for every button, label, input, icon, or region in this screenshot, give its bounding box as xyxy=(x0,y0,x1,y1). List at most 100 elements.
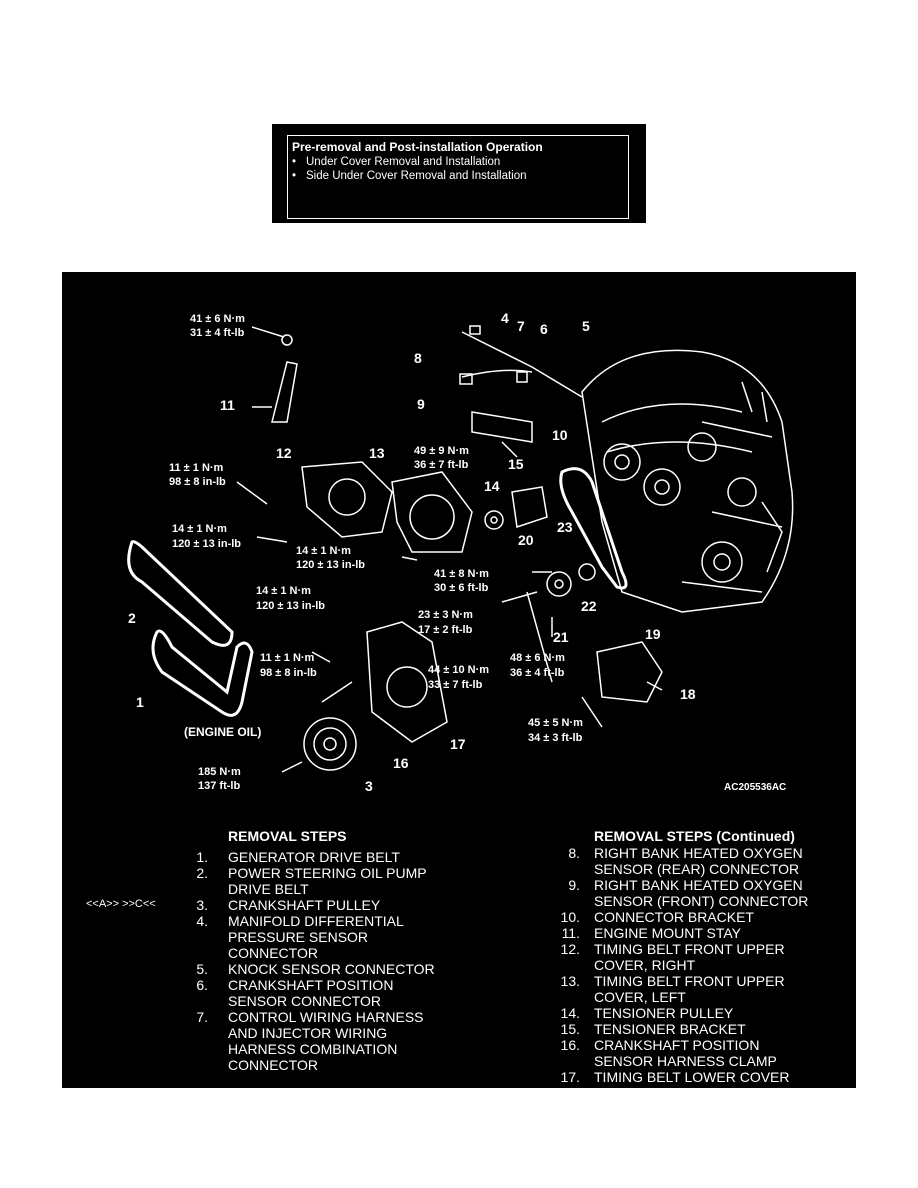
torque-label: 11 ± 1 N·m xyxy=(260,652,315,664)
step-text: ENGINE MOUNT STAY xyxy=(594,925,742,941)
engine-block-illustration xyxy=(581,349,794,613)
torque-label: 98 ± 8 in-lb xyxy=(169,476,226,488)
pre-operation-item-text: Side Under Cover Removal and Installatio… xyxy=(306,170,527,182)
callout-number: 23 xyxy=(557,519,573,535)
step-text: SENSOR (REAR) CONNECTOR xyxy=(594,861,800,877)
removal-steps-header: REMOVAL STEPS xyxy=(228,828,347,844)
step-number: 2. xyxy=(196,865,208,881)
torque-label: 17 ± 2 ft-lb xyxy=(418,624,473,636)
callout-number: 20 xyxy=(518,532,534,548)
callout-number: 6 xyxy=(540,321,548,337)
callout-number: 10 xyxy=(552,427,568,443)
torque-label: 120 ± 13 in-lb xyxy=(256,600,325,612)
step-text: PRESSURE SENSOR xyxy=(228,929,369,945)
step-number: 3. xyxy=(196,897,208,913)
callout-number: 4 xyxy=(501,310,509,326)
step-text: KNOCK SENSOR CONNECTOR xyxy=(228,961,435,977)
torque-label: 120 ± 13 in-lb xyxy=(172,538,241,550)
torque-label: 44 ± 10 N·m xyxy=(428,664,489,676)
lower-cover xyxy=(366,621,448,743)
torque-label: 31 ± 4 ft-lb xyxy=(190,327,245,339)
step-number: 14. xyxy=(560,1005,580,1021)
step-number: 15. xyxy=(560,1021,580,1037)
upper-cover-left xyxy=(391,471,473,553)
step-text: GENERATOR DRIVE BELT xyxy=(228,849,400,865)
crankshaft-pulley xyxy=(303,717,357,771)
engine-mount-stay xyxy=(271,361,298,423)
timing-belt xyxy=(559,467,628,590)
torque-label: 36 ± 4 ft-lb xyxy=(510,667,565,679)
upper-cover-right xyxy=(301,461,393,538)
step-text: TIMING BELT LOWER COVER xyxy=(594,1069,790,1085)
engine-oil-label: (ENGINE OIL) xyxy=(184,725,261,739)
step-number: 13. xyxy=(560,973,580,989)
step-text: SENSOR CONNECTOR xyxy=(228,993,381,1009)
torque-label: 48 ± 6 N·m xyxy=(510,652,565,664)
torque-label: 185 N·m xyxy=(198,766,241,778)
torque-label: 14 ± 1 N·m xyxy=(256,585,311,597)
torque-label: 45 ± 5 N·m xyxy=(528,717,583,729)
pre-operation-item: •Side Under Cover Removal and Installati… xyxy=(292,170,527,182)
pre-operation-box: Pre-removal and Post-installation Operat… xyxy=(272,124,646,223)
removal-steps-left: REMOVAL STEPS <<A>> >>C<< 1.GENERATOR DR… xyxy=(62,828,452,1088)
power-steering-belt xyxy=(127,540,234,647)
removal-steps-continued-header: REMOVAL STEPS (Continued) xyxy=(594,828,795,844)
torque-label: 120 ± 13 in-lb xyxy=(296,559,365,571)
generator-belt xyxy=(151,629,254,717)
step-text: HARNESS COMBINATION xyxy=(228,1041,398,1057)
callout-number: 21 xyxy=(553,629,569,645)
step-text: CONNECTOR xyxy=(228,945,318,961)
diagram-panel: 41 ± 6 N·m 31 ± 4 ft-lb 11 ± 1 N·m 98 ± … xyxy=(62,272,856,1088)
torque-label: 34 ± 3 ft-lb xyxy=(528,732,583,744)
step-text: TIMING BELT FRONT UPPER xyxy=(594,941,785,957)
step-number: 12. xyxy=(560,941,580,957)
torque-label: 36 ± 7 ft-lb xyxy=(414,459,469,471)
callout-number: 5 xyxy=(582,318,590,334)
step-number: 7. xyxy=(196,1009,208,1025)
torque-label: 23 ± 3 N·m xyxy=(418,609,473,621)
step-number: 9. xyxy=(568,877,580,893)
step-number: 10. xyxy=(560,909,580,925)
step-text: CRANKSHAFT POSITION xyxy=(594,1037,760,1053)
torque-label: 41 ± 6 N·m xyxy=(190,313,245,325)
step-text: COVER, LEFT xyxy=(594,989,686,1005)
callout-number: 3 xyxy=(365,778,373,794)
step-number: 8. xyxy=(568,845,580,861)
torque-label: 98 ± 8 in-lb xyxy=(260,667,317,679)
step-number: 17. xyxy=(560,1069,580,1085)
callout-number: 11 xyxy=(220,397,235,413)
callout-number: 7 xyxy=(517,318,525,334)
step-text: CONNECTOR BRACKET xyxy=(594,909,754,925)
pre-operation-frame: Pre-removal and Post-installation Operat… xyxy=(287,135,629,219)
step-text: CRANKSHAFT POSITION xyxy=(228,977,394,993)
callout-number: 9 xyxy=(417,396,425,412)
step-text: CONTROL WIRING HARNESS xyxy=(228,1009,424,1025)
callout-number: 8 xyxy=(414,350,422,366)
step-text: RIGHT BANK HEATED OXYGEN xyxy=(594,845,803,861)
figure-code: AC205536AC xyxy=(724,782,786,793)
torque-label: 11 ± 1 N·m xyxy=(169,462,224,474)
step-number: 1. xyxy=(196,849,208,865)
callout-number: 14 xyxy=(484,478,500,494)
step-text: SENSOR HARNESS CLAMP xyxy=(594,1053,777,1069)
step-text: CRANKSHAFT PULLEY xyxy=(228,897,381,913)
step-number: 16. xyxy=(560,1037,580,1053)
idler-pulley xyxy=(546,571,572,597)
step-text: SENSOR (FRONT) CONNECTOR xyxy=(594,893,809,909)
step-text: RIGHT BANK HEATED OXYGEN xyxy=(594,877,803,893)
torque-label: 41 ± 8 N·m xyxy=(434,568,489,580)
callout-number: 12 xyxy=(276,445,292,461)
callout-number: 18 xyxy=(680,686,696,702)
callout-number: 22 xyxy=(581,598,597,614)
torque-label: 137 ft-lb xyxy=(198,780,240,792)
step-text: COVER, RIGHT xyxy=(594,957,696,973)
step-text: TENSIONER PULLEY xyxy=(594,1005,734,1021)
callout-number: 13 xyxy=(369,445,385,461)
torque-label: 49 ± 9 N·m xyxy=(414,445,469,457)
pre-operation-title: Pre-removal and Post-installation Operat… xyxy=(292,140,543,154)
step-text: TENSIONER BRACKET xyxy=(594,1021,746,1037)
step-text: TIMING BELT FRONT UPPER xyxy=(594,973,785,989)
step-number: 5. xyxy=(196,961,208,977)
torque-label: 14 ± 1 N·m xyxy=(296,545,351,557)
removal-steps-right: REMOVAL STEPS (Continued) 8. RIGHT BANK H… xyxy=(542,828,856,1088)
